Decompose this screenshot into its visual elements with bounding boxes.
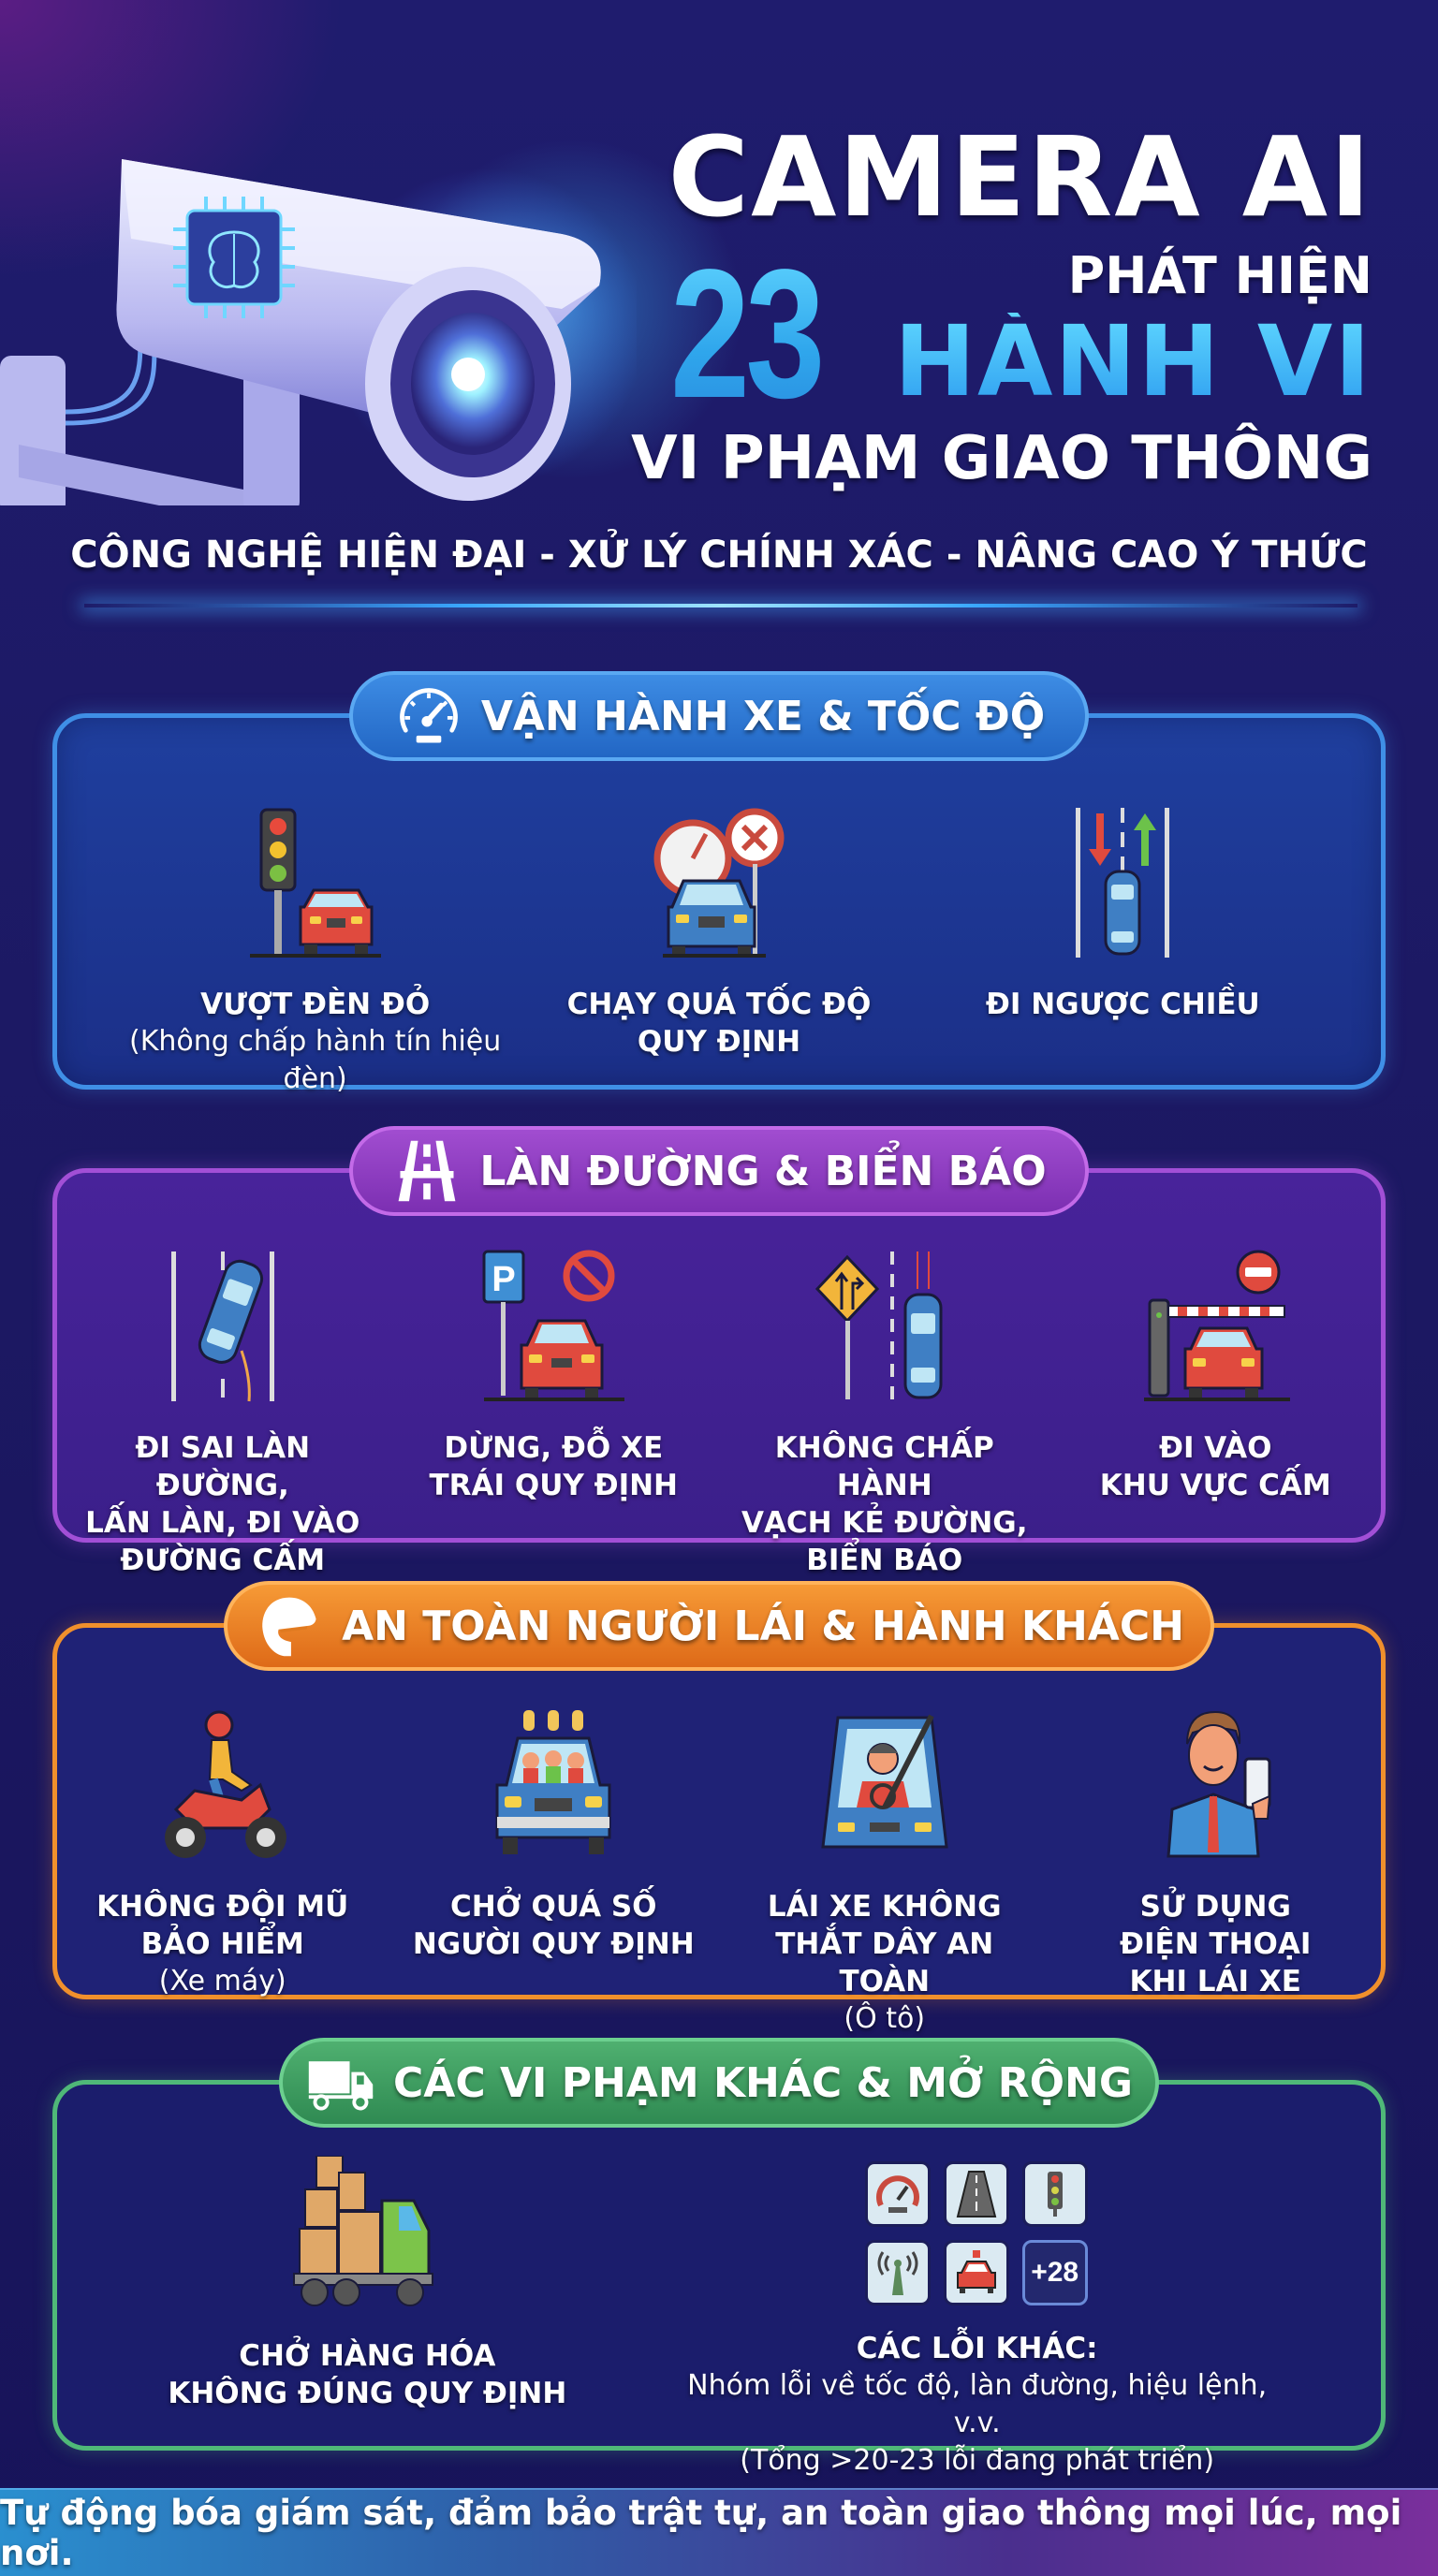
- signal-tower-icon: [864, 2240, 931, 2305]
- section-lanes-title: LÀN ĐƯỜNG & BIỂN BÁO: [479, 1147, 1047, 1195]
- violation-subtitle: (Ô tô): [844, 2002, 926, 2035]
- violation-subtitle: (Xe máy): [158, 1965, 286, 1998]
- section-lanes-signs: LÀN ĐƯỜNG & BIỂN BÁO ĐI SAI LÀN ĐƯỜNG, L…: [52, 1126, 1386, 1577]
- violation-speeding: CHẠY QUÁ TỐC ĐỘ QUY ĐỊNH: [532, 804, 906, 1098]
- tagline: CÔNG NGHỆ HIỆN ĐẠI - XỬ LÝ CHÍNH XÁC - N…: [70, 534, 1368, 577]
- violation-overloaded-passengers: CHỞ QUÁ SỐ NGƯỜI QUY ĐỊNH: [399, 1706, 708, 2038]
- headline-camera-ai: CAMERA AI: [668, 112, 1372, 242]
- violation-others: +28 CÁC LỖI KHÁC: Nhóm lỗi về tốc độ, là…: [678, 2156, 1277, 2480]
- section-speed-header: VẬN HÀNH XE & TỐC ĐỘ: [349, 671, 1089, 761]
- headline-vi-pham: VI PHẠM GIAO THÔNG: [631, 424, 1372, 493]
- violation-title: KHÔNG CHẤP HÀNH VẠCH KẺ ĐƯỜNG, BIỂN BÁO: [741, 1431, 1028, 1577]
- violation-title: ĐI SAI LÀN ĐƯỜNG, LẤN LÀN, ĐI VÀO ĐƯỜNG …: [85, 1431, 360, 1577]
- hero: CAMERA AI 23 PHÁT HIỆN HÀNH VI VI PHẠM G…: [0, 0, 1438, 524]
- violation-title: CHẠY QUÁ TỐC ĐỘ QUY ĐỊNH: [566, 988, 872, 1059]
- road-lanes-icon: [398, 1140, 456, 1202]
- headline-phat-hien: PHÁT HIỆN: [1067, 246, 1372, 305]
- headline-hanh-vi: HÀNH VI: [894, 304, 1372, 418]
- other-violations-grid: +28: [864, 2161, 1090, 2305]
- police-car-icon: [943, 2240, 1009, 2305]
- violation-title: ĐI VÀO KHU VỰC CẤM: [1099, 1431, 1331, 1502]
- violation-title: CHỞ HÀNG HÓA KHÔNG ĐÚNG QUY ĐỊNH: [168, 2339, 567, 2410]
- headline: CAMERA AI 23 PHÁT HIỆN HÀNH VI VI PHẠM G…: [605, 122, 1372, 489]
- traffic-light-car-icon: [249, 808, 381, 958]
- violation-title: LÁI XE KHÔNG THẮT DÂY AN TOÀN: [767, 1890, 1002, 1998]
- more-violations-badge: +28: [1021, 2240, 1088, 2305]
- violation-no-helmet: KHÔNG ĐỘI MŨ BẢO HIỂM (Xe máy): [68, 1706, 377, 2038]
- violation-title: DỪNG, ĐỖ XE TRÁI QUY ĐỊNH: [429, 1431, 679, 1502]
- phone-use-icon: [1167, 1710, 1271, 1858]
- violation-subtitle: Nhóm lỗi về tốc độ, làn đường, hiệu lệnh…: [687, 2369, 1268, 2477]
- violation-wrong-lane: ĐI SAI LÀN ĐƯỜNG, LẤN LÀN, ĐI VÀO ĐƯỜNG …: [68, 1248, 377, 1579]
- road-icon: [943, 2161, 1009, 2227]
- motorbike-no-helmet-icon: [164, 1710, 286, 1858]
- seatbelt-driver-icon: [821, 1714, 948, 1849]
- violation-title: SỬ DỤNG ĐIỆN THOẠI KHI LÁI XE: [1120, 1890, 1312, 1998]
- section-safety-title: AN TOÀN NGƯỜI LÁI & HÀNH KHÁCH: [342, 1602, 1184, 1650]
- violation-restricted-area: ĐI VÀO KHU VỰC CẤM: [1061, 1248, 1370, 1579]
- ai-camera-illustration: [0, 159, 637, 505]
- violation-wrong-way: ĐI NGƯỢC CHIỀU: [935, 804, 1310, 1098]
- traffic-light-icon: [1021, 2161, 1088, 2227]
- violation-title: ĐI NGƯỢC CHIỀU: [985, 988, 1260, 1021]
- speeding-car-icon: [653, 808, 785, 958]
- violation-no-seatbelt: LÁI XE KHÔNG THẮT DÂY AN TOÀN (Ô tô): [730, 1706, 1039, 2038]
- section-safety-header: AN TOÀN NGƯỜI LÁI & HÀNH KHÁCH: [224, 1581, 1214, 1671]
- violation-phone-use: SỬ DỤNG ĐIỆN THOẠI KHI LÁI XE: [1061, 1706, 1370, 2038]
- helmet-icon: [262, 1597, 316, 1657]
- violation-title: KHÔNG ĐỘI MŨ BẢO HIỂM: [96, 1890, 349, 1961]
- overloaded-car-icon: [495, 1710, 611, 1854]
- truck-icon: [308, 2061, 374, 2111]
- section-speed-title: VẬN HÀNH XE & TỐC ĐỘ: [480, 692, 1046, 740]
- tagline-divider: [84, 604, 1357, 607]
- road-sign-violation-icon: [814, 1251, 943, 1399]
- violation-subtitle: (Không chấp hành tín hiệu đèn): [129, 1025, 502, 1095]
- violation-illegal-parking: P DỪNG, ĐỖ XE TRÁI QUY ĐỊNH: [399, 1248, 708, 1579]
- headline-count: 23: [670, 231, 825, 436]
- violation-title: CHỞ QUÁ SỐ NGƯỜI QUY ĐỊNH: [412, 1890, 695, 1961]
- restricted-area-icon: [1144, 1250, 1291, 1401]
- violation-cargo: CHỞ HÀNG HÓA KHÔNG ĐÚNG QUY ĐỊNH: [161, 2156, 573, 2480]
- violation-red-light: VƯỢT ĐÈN ĐỎ (Không chấp hành tín hiệu đè…: [128, 804, 503, 1098]
- section-lanes-header: LÀN ĐƯỜNG & BIỂN BÁO: [349, 1126, 1089, 1216]
- lane-violation-icon: [170, 1251, 274, 1402]
- section-safety: AN TOÀN NGƯỜI LÁI & HÀNH KHÁCH KHÔNG ĐỘI…: [52, 1581, 1386, 2035]
- section-speed: VẬN HÀNH XE & TỐC ĐỘ VƯỢT ĐÈN ĐỎ (Không …: [52, 671, 1386, 1095]
- section-other: CÁC VI PHẠM KHÁC & MỞ RỘNG CHỞ HÀNG HÓA …: [52, 2038, 1386, 2477]
- speedometer-icon: [399, 688, 458, 743]
- violation-road-markings: KHÔNG CHẤP HÀNH VẠCH KẺ ĐƯỜNG, BIỂN BÁO: [730, 1248, 1039, 1579]
- violation-title: VƯỢT ĐÈN ĐỎ: [200, 988, 431, 1021]
- section-other-header: CÁC VI PHẠM KHÁC & MỞ RỘNG: [279, 2038, 1159, 2128]
- footer-banner: Tự động bóa giám sát, đảm bảo trật tự, a…: [0, 2488, 1438, 2576]
- violation-title: CÁC LỖI KHÁC:: [856, 2332, 1098, 2365]
- section-other-title: CÁC VI PHẠM KHÁC & MỞ RỘNG: [393, 2058, 1133, 2107]
- overloaded-truck-icon: [293, 2156, 434, 2306]
- illegal-parking-icon: P: [482, 1250, 625, 1401]
- wrong-way-icon: [1076, 808, 1170, 958]
- speedometer-icon: [864, 2161, 931, 2227]
- svg-text:P: P: [492, 1260, 516, 1299]
